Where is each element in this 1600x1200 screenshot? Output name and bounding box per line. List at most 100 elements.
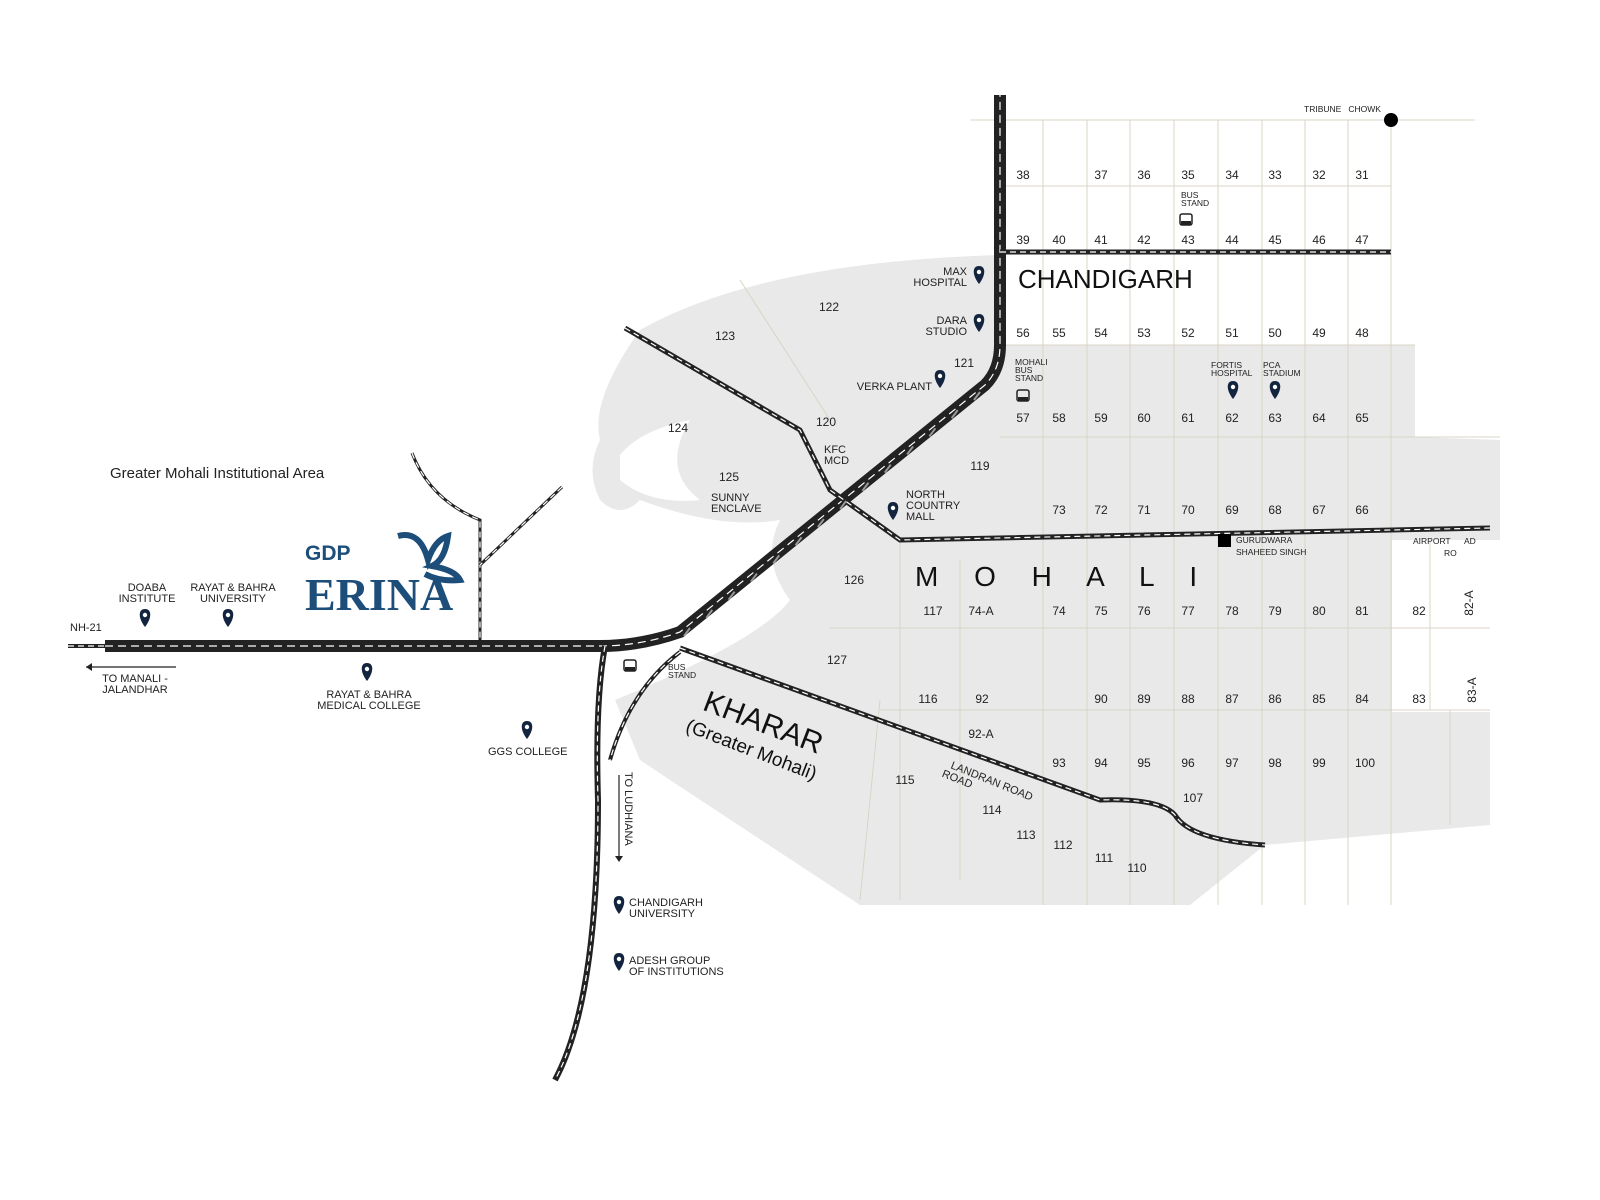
- sector-33: 33: [1268, 168, 1282, 182]
- sector-41: 41: [1094, 233, 1108, 247]
- sector-119: 119: [970, 459, 989, 473]
- sector-38: 38: [1016, 168, 1030, 182]
- sunny-enclave-label-2: ENCLAVE: [711, 503, 762, 515]
- mohali-area: [592, 255, 1500, 905]
- gurudwara-icon: [1218, 534, 1231, 547]
- sector-57: 57: [1016, 411, 1030, 425]
- bus-stand-mohali-label-3: STAND: [1015, 373, 1043, 383]
- fortis-pin-icon: [1227, 381, 1239, 399]
- sector-66: 66: [1355, 503, 1369, 517]
- sector-125: 125: [719, 470, 739, 484]
- to-manali-label: TO MANALI -: [102, 673, 168, 685]
- sector-83-A: 83-A: [1465, 677, 1479, 702]
- sunny-enclave-label: SUNNY: [711, 492, 750, 504]
- rayat-univ-label: RAYAT & BAHRA: [190, 582, 276, 594]
- sector-65: 65: [1355, 411, 1369, 425]
- sector-34: 34: [1225, 168, 1239, 182]
- sector-95: 95: [1137, 756, 1151, 770]
- sector-70: 70: [1181, 503, 1195, 517]
- sector-49: 49: [1312, 326, 1326, 340]
- gurudwara-label-2: SHAHEED SINGH: [1236, 547, 1306, 557]
- bus-stand-mohali-label: MOHALI: [1015, 357, 1048, 367]
- sector-46: 46: [1312, 233, 1326, 247]
- sector-78: 78: [1225, 604, 1239, 618]
- sector-37: 37: [1094, 168, 1108, 182]
- pca-label-2: STADIUM: [1263, 368, 1301, 378]
- north-country-mall-pin-icon: [887, 502, 899, 520]
- sector-99: 99: [1312, 756, 1326, 770]
- pca-pin-icon: [1269, 381, 1281, 399]
- mohali-label: M O H A L I: [915, 561, 1211, 592]
- sector-52: 52: [1181, 326, 1195, 340]
- sector-88: 88: [1181, 692, 1195, 706]
- nh21-label: NH-21: [70, 622, 102, 634]
- sector-61: 61: [1181, 411, 1195, 425]
- sector-64: 64: [1312, 411, 1326, 425]
- sector-36: 36: [1137, 168, 1151, 182]
- sector-90: 90: [1094, 692, 1108, 706]
- rayat-med-label-2: MEDICAL COLLEGE: [317, 700, 421, 712]
- doaba-label: DOABA: [128, 582, 167, 594]
- bus-stand-mohali-label-2: BUS: [1015, 365, 1033, 375]
- sector-54: 54: [1094, 326, 1108, 340]
- fortis-label-2: HOSPITAL: [1211, 368, 1253, 378]
- dara-studio-label: DARA: [936, 315, 967, 327]
- sector-31: 31: [1355, 168, 1369, 182]
- sector-111: 111: [1095, 851, 1114, 865]
- bus-stand-kharar-label-2: STAND: [668, 670, 696, 680]
- sector-63: 63: [1268, 411, 1282, 425]
- gurudwara-label: GURUDWARA: [1236, 535, 1293, 545]
- sector-82-A: 82-A: [1462, 590, 1476, 615]
- sector-56: 56: [1016, 326, 1030, 340]
- white-inlet: [620, 420, 700, 501]
- sector-92: 92: [975, 692, 989, 706]
- sector-126: 126: [844, 573, 864, 587]
- sector-97: 97: [1225, 756, 1239, 770]
- sector-116: 116: [918, 692, 937, 706]
- sector-75: 75: [1094, 604, 1108, 618]
- max-hospital-label: MAX: [943, 266, 968, 278]
- adesh-pin-icon: [613, 953, 625, 971]
- sector-71: 71: [1137, 503, 1151, 517]
- ludhiana-road: [552, 645, 608, 1082]
- airport-road-label: AIRPORT: [1413, 536, 1451, 546]
- cu-pin-icon: [613, 896, 625, 914]
- verka-plant-pin-icon: [934, 370, 946, 388]
- sector-122: 122: [819, 300, 839, 314]
- sector-51: 51: [1225, 326, 1239, 340]
- sector-98: 98: [1268, 756, 1282, 770]
- cu-label: CHANDIGARH: [629, 897, 703, 909]
- sector-121: 121: [954, 356, 974, 370]
- adesh-label: ADESH GROUP: [629, 955, 710, 967]
- dara-studio-label-2: STUDIO: [925, 326, 967, 338]
- sector-67: 67: [1312, 503, 1326, 517]
- sector-77: 77: [1181, 604, 1195, 618]
- sector-84: 84: [1355, 692, 1369, 706]
- pins: [139, 213, 1281, 971]
- tribune-chowk-dot: [1384, 113, 1398, 127]
- sector-53: 53: [1137, 326, 1151, 340]
- cu-label-2: UNIVERSITY: [629, 908, 696, 920]
- airport-road-label-2: AD: [1464, 536, 1476, 546]
- pca-label: PCA: [1263, 360, 1281, 370]
- sector-69: 69: [1225, 503, 1239, 517]
- sector-68: 68: [1268, 503, 1282, 517]
- fortis-label: FORTIS: [1211, 360, 1242, 370]
- sector-55: 55: [1052, 326, 1066, 340]
- sector-73: 73: [1052, 503, 1066, 517]
- sector-74-A: 74-A: [968, 604, 993, 618]
- bus-stand-chd-label-2: STAND: [1181, 198, 1209, 208]
- sector-83: 83: [1412, 692, 1426, 706]
- sector-45: 45: [1268, 233, 1282, 247]
- tribune-chowk-label: TRIBUNE CHOWK: [1304, 104, 1381, 114]
- sector-86: 86: [1268, 692, 1282, 706]
- sector-96: 96: [1181, 756, 1195, 770]
- sector-62: 62: [1225, 411, 1239, 425]
- airport-road-label-3: RO: [1444, 548, 1457, 558]
- doaba-label-2: INSTITUTE: [119, 593, 176, 605]
- sector-80: 80: [1312, 604, 1326, 618]
- sector-127: 127: [827, 653, 847, 667]
- side-road-2: [478, 485, 564, 567]
